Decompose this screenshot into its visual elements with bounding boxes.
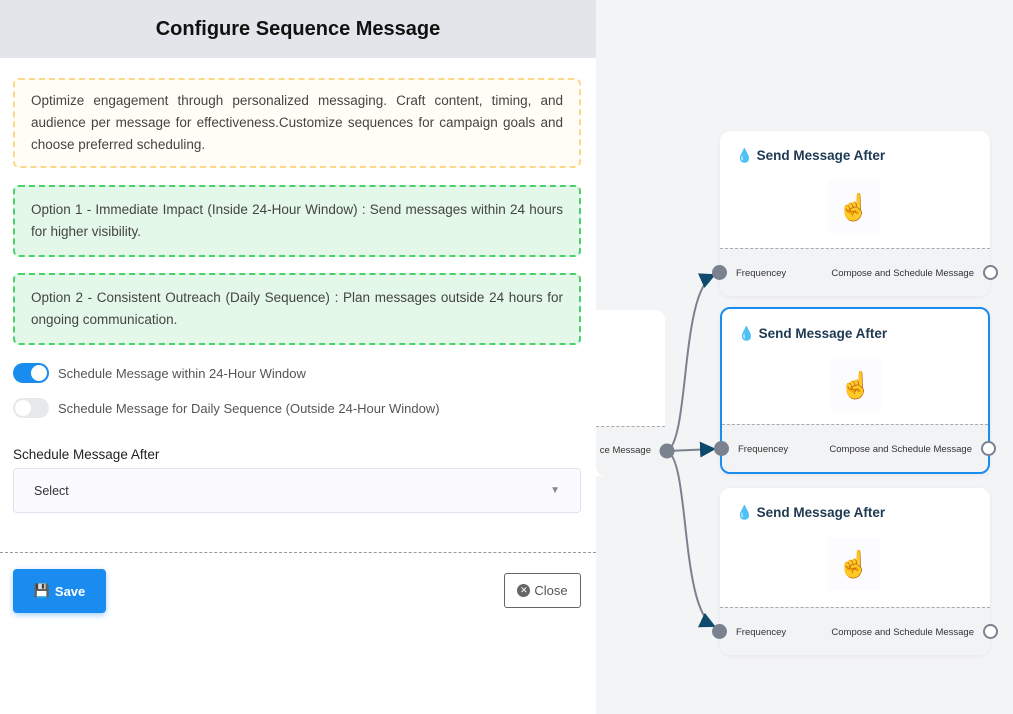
option1-box: Option 1 - Immediate Impact (Inside 24-H…: [13, 185, 581, 257]
toggle-label: Schedule Message within 24-Hour Window: [58, 365, 306, 381]
output-label: ce Message: [599, 445, 651, 456]
option2-box: Option 2 - Consistent Outreach (Daily Se…: [13, 273, 581, 345]
node-footer: Frequencey Compose and Schedule Message: [712, 248, 998, 296]
schedule-select[interactable]: Select ▼: [13, 468, 581, 513]
select-value: Select: [34, 483, 69, 498]
output-label: Compose and Schedule Message: [831, 268, 974, 279]
drop-icon: 💧: [738, 326, 755, 341]
edge-2: [666, 441, 716, 458]
node-title-text: Send Message After: [756, 148, 886, 163]
floppy-icon: 💾: [33, 583, 50, 598]
output-handle[interactable]: [983, 265, 998, 280]
node-card[interactable]: 💧 Send Message After ☝ Frequencey Compose…: [712, 131, 998, 296]
close-button[interactable]: ✕Close: [504, 573, 581, 608]
input-handle[interactable]: [712, 624, 727, 639]
input-handle[interactable]: [714, 441, 729, 456]
hand-pointer-icon: ☝: [828, 181, 880, 233]
drop-icon: 💧: [736, 148, 753, 163]
configure-panel: Configure Sequence Message Optimize enga…: [0, 0, 596, 714]
hand-pointer-icon: ☝: [828, 538, 880, 590]
save-button[interactable]: 💾 Save: [13, 569, 106, 613]
toggle-switch-off[interactable]: [13, 398, 49, 418]
caret-down-icon: ▼: [550, 485, 560, 496]
toggle-24h[interactable]: Schedule Message within 24-Hour Window: [13, 363, 306, 383]
toggle-daily[interactable]: Schedule Message for Daily Sequence (Out…: [13, 398, 440, 418]
hand-pointer-icon: ☝: [830, 359, 882, 411]
node-title-text: Send Message After: [758, 326, 888, 341]
output-handle[interactable]: [983, 624, 998, 639]
output-label: Compose and Schedule Message: [829, 444, 972, 455]
edge-3: [666, 450, 716, 628]
node-card[interactable]: 💧 Send Message After ☝ Frequencey Compose…: [712, 488, 998, 655]
node-footer: Frequencey Compose and Schedule Message: [712, 607, 998, 655]
node-title: 💧 Send Message After: [736, 505, 885, 521]
node-footer: Frequencey Compose and Schedule Message: [714, 424, 996, 472]
info-box: Optimize engagement through personalized…: [13, 78, 581, 168]
toggle-switch-on[interactable]: [13, 363, 49, 383]
input-label: Frequencey: [736, 627, 787, 638]
panel-title: Configure Sequence Message: [0, 0, 596, 58]
input-label: Frequencey: [736, 268, 787, 279]
field-label: Schedule Message After: [13, 447, 160, 462]
node-title: 💧 Send Message After: [736, 148, 885, 164]
source-handle: [659, 443, 675, 459]
divider: [0, 552, 596, 553]
save-label: Save: [54, 583, 86, 599]
node-footer: ce Message: [596, 426, 665, 476]
input-label: Frequencey: [738, 444, 789, 455]
close-label: Close: [534, 583, 568, 598]
toggle-label: Schedule Message for Daily Sequence (Out…: [58, 400, 440, 416]
source-node[interactable]: ce Message: [596, 310, 665, 476]
input-handle[interactable]: [712, 265, 727, 280]
edge-1: [666, 273, 716, 452]
drop-icon: 💧: [736, 505, 753, 520]
output-handle[interactable]: [981, 441, 996, 456]
node-title-text: Send Message After: [756, 505, 886, 520]
close-circle-icon: ✕: [517, 584, 531, 597]
output-label: Compose and Schedule Message: [831, 627, 974, 638]
node-card-selected[interactable]: 💧 Send Message After ☝ Frequencey Compose…: [714, 307, 996, 474]
node-title: 💧 Send Message After: [738, 326, 887, 342]
